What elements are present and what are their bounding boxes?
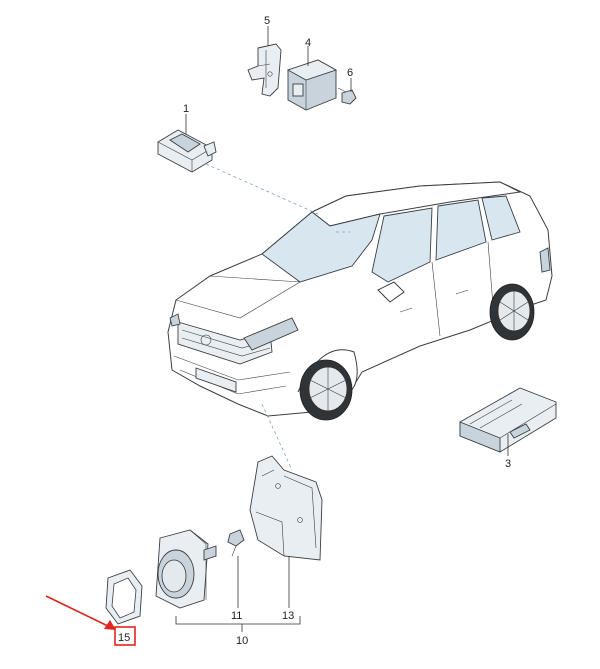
callout-11: 11 <box>231 610 242 622</box>
callout-1: 1 <box>183 103 189 115</box>
callout-6: 6 <box>347 67 353 79</box>
vehicle-illustration <box>167 181 553 421</box>
callout-4: 4 <box>305 37 311 49</box>
part-6-screw <box>337 87 357 105</box>
callout-13: 13 <box>282 610 294 622</box>
highlight-arrow <box>45 595 116 630</box>
callout-10: 10 <box>236 635 248 647</box>
part-13-bracket <box>249 455 323 561</box>
callout-3: 3 <box>505 458 511 470</box>
part-15-frame <box>105 569 143 625</box>
highlight-box <box>114 626 136 646</box>
callout-15: 15 <box>118 632 130 644</box>
callout-5: 5 <box>264 15 270 27</box>
leader-lines <box>175 26 509 632</box>
reference-line-1 <box>205 163 319 215</box>
part-1-holder <box>157 129 217 173</box>
part-11-screw <box>227 529 245 557</box>
part-4-camera-unit <box>286 59 338 111</box>
reference-line-front <box>261 403 293 471</box>
part-10-radar-sensor <box>155 529 217 609</box>
part-3-control-unit <box>459 387 557 453</box>
part-5-bracket <box>247 43 282 97</box>
